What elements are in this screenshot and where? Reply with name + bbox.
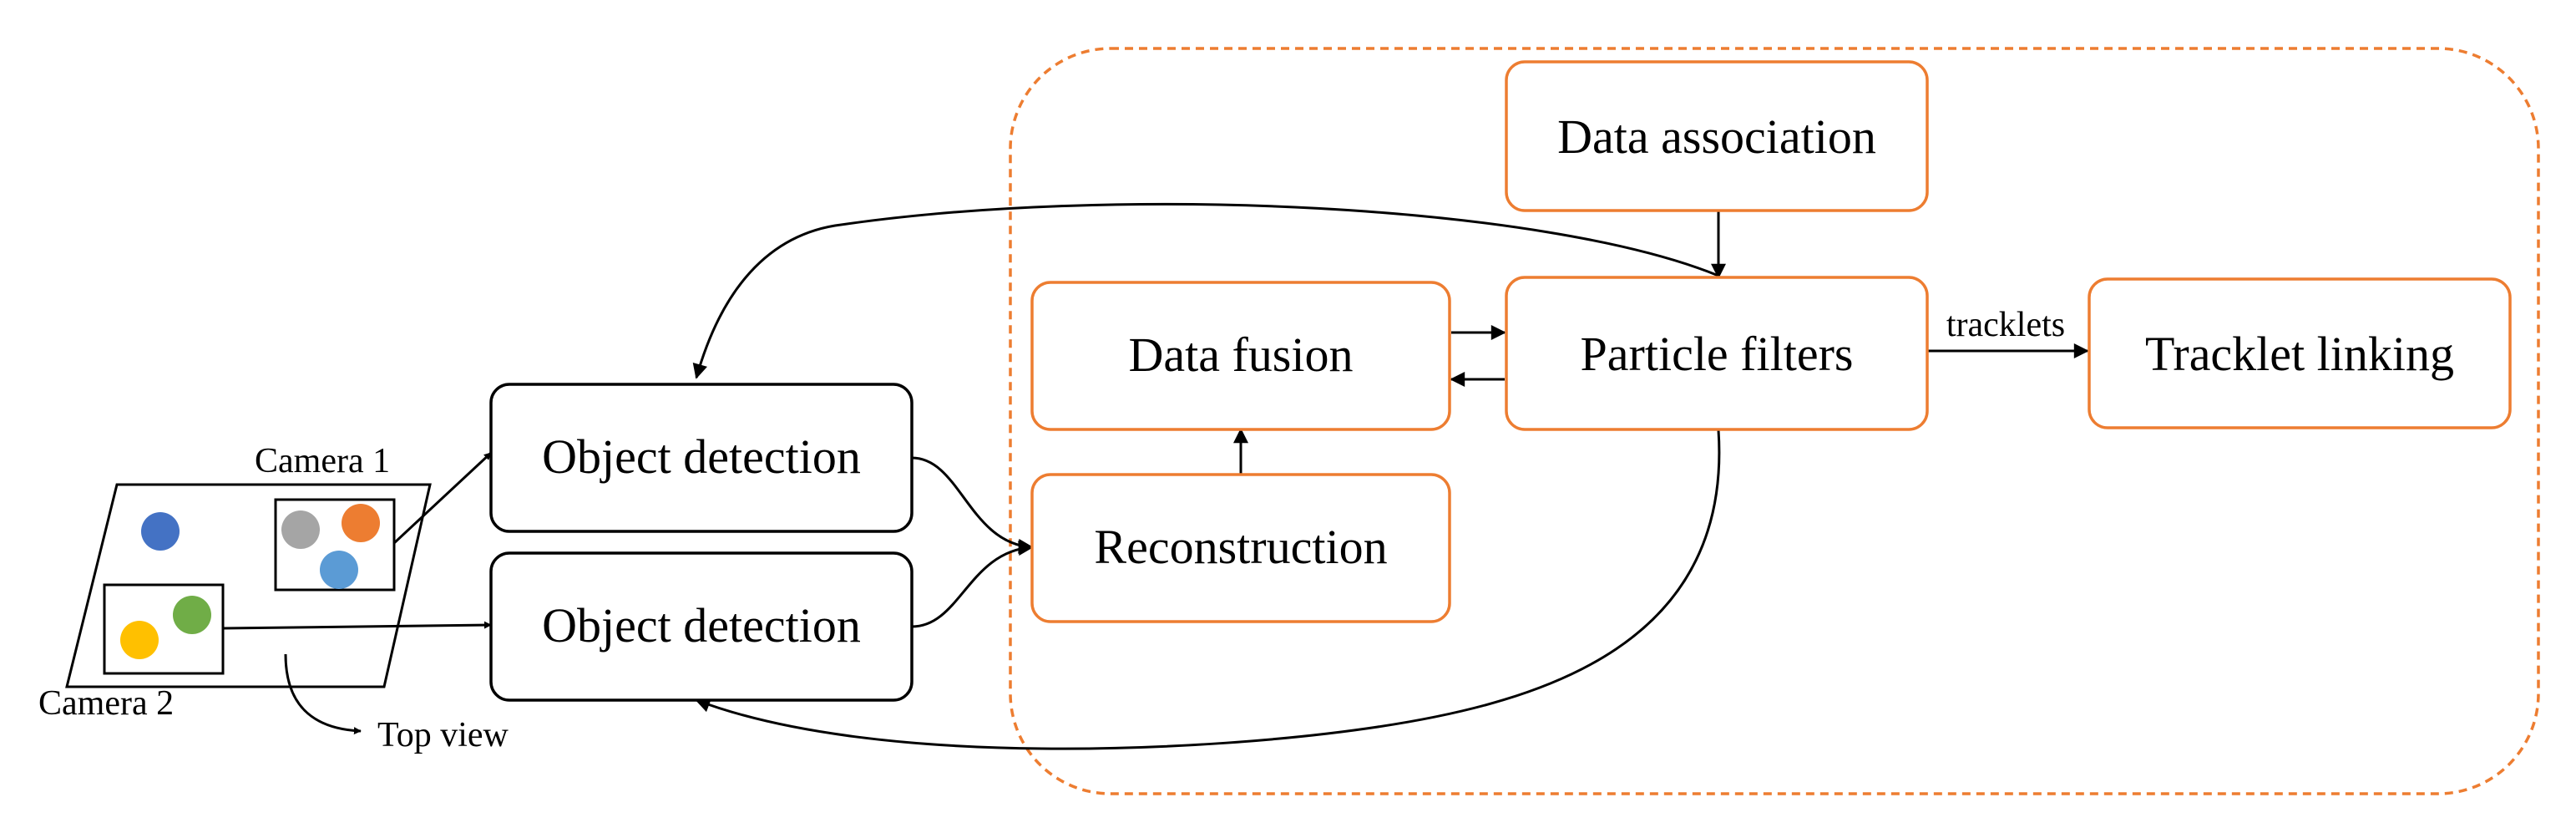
camera2-label: Camera 2	[38, 684, 174, 723]
arrow-top-view	[284, 653, 362, 735]
object-detection-1-label: Object detection	[542, 429, 861, 484]
particle-filters-label: Particle filters	[1581, 327, 1854, 381]
node-tracklet-linking: Tracklet linking	[2088, 277, 2512, 429]
node-data-fusion: Data fusion	[1030, 281, 1451, 431]
node-data-association: Data association	[1505, 60, 1929, 212]
connectors	[222, 202, 2089, 750]
person-dot-yellow	[120, 621, 159, 659]
person-dot-orange	[342, 504, 380, 542]
person-dot-light-blue	[320, 551, 358, 589]
arrow-camera2-to-detection2	[222, 621, 492, 630]
ground-plane	[65, 483, 432, 688]
camera1-view-box	[274, 498, 396, 592]
feedback-arrow-to-detection2	[695, 429, 1721, 750]
arrow-detection1-to-reconstruction	[911, 456, 1034, 554]
camera2-view-box	[103, 583, 225, 675]
person-dot-blue	[141, 512, 180, 551]
tracklets-edge-label: tracklets	[1946, 306, 2065, 344]
person-dot-green	[173, 596, 211, 634]
arrow-detection2-to-reconstruction	[911, 541, 1034, 628]
object-detection-2-label: Object detection	[542, 598, 861, 653]
node-object-detection-1: Object detection	[489, 383, 913, 533]
camera1-label: Camera 1	[255, 442, 390, 480]
reconstruction-label: Reconstruction	[1094, 520, 1387, 574]
node-particle-filters: Particle filters	[1505, 276, 1929, 431]
feedback-arrow-to-detection1	[692, 202, 1719, 379]
tracklet-linking-label: Tracklet linking	[2145, 327, 2454, 381]
data-fusion-label: Data fusion	[1129, 328, 1354, 382]
data-association-label: Data association	[1557, 109, 1876, 164]
node-reconstruction: Reconstruction	[1030, 473, 1451, 623]
node-object-detection-2: Object detection	[489, 551, 913, 702]
arrow-camera1-to-detection1	[392, 451, 493, 545]
person-dot-gray	[281, 510, 320, 549]
top-view-scene: Camera 1 Camera 2 Top view	[38, 442, 509, 754]
top-view-label: Top view	[377, 716, 509, 754]
